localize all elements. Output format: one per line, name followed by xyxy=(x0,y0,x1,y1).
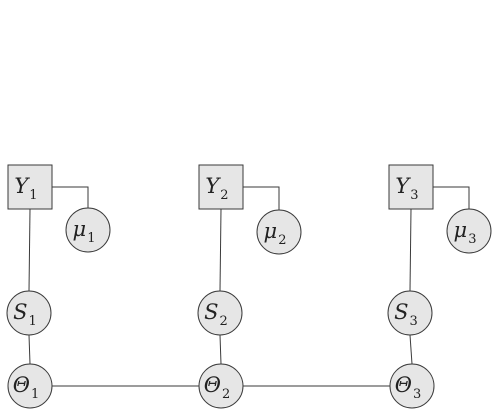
node-t2: Θ2 xyxy=(198,363,244,409)
node-y3: Y3 xyxy=(388,164,434,210)
node-y2-box xyxy=(198,164,244,210)
node-subscript: 1 xyxy=(31,387,39,402)
node-s3: S3 xyxy=(387,290,433,336)
node-subscript: 3 xyxy=(468,232,476,247)
node-subscript: 2 xyxy=(278,233,286,248)
node-symbol: μ xyxy=(73,217,87,241)
node-subscript: 1 xyxy=(29,314,37,329)
edge-y1-s1 xyxy=(28,208,31,292)
node-t1-circle xyxy=(7,363,53,409)
node-s2: S2 xyxy=(197,290,243,336)
node-y1-box xyxy=(7,164,53,210)
node-s1: S1 xyxy=(6,290,52,336)
node-mu1-circle xyxy=(65,207,111,253)
node-t1: Θ1 xyxy=(7,363,53,409)
node-symbol: Θ xyxy=(13,373,30,397)
node-symbol: Θ xyxy=(204,373,221,397)
edge-s3-t3 xyxy=(409,334,413,365)
node-t2-circle xyxy=(198,363,244,409)
node-subscript: 2 xyxy=(220,188,228,203)
edge-y3-s3 xyxy=(409,208,412,292)
node-y1-label: Y1 xyxy=(14,174,37,203)
node-s1-label: S1 xyxy=(13,300,37,329)
node-subscript: 3 xyxy=(410,314,418,329)
node-mu3-label: μ3 xyxy=(454,218,477,247)
node-subscript: 3 xyxy=(413,387,421,402)
node-s2-label: S2 xyxy=(204,300,228,329)
node-s3-circle xyxy=(387,290,433,336)
node-subscript: 2 xyxy=(220,314,228,329)
node-subscript: 2 xyxy=(222,387,230,402)
edge-s2-t2 xyxy=(219,334,222,365)
node-mu1-label: μ1 xyxy=(73,217,96,246)
edge-s1-t1 xyxy=(28,334,31,365)
node-y3-box xyxy=(388,164,434,210)
node-mu3-circle xyxy=(446,208,492,254)
node-mu3: μ3 xyxy=(446,208,492,254)
node-subscript: 3 xyxy=(410,188,418,203)
node-y3-label: Y3 xyxy=(395,174,418,203)
node-t1-label: Θ1 xyxy=(13,373,40,402)
edges-layer xyxy=(28,186,470,387)
node-t3: Θ3 xyxy=(389,363,435,409)
node-mu2: μ2 xyxy=(256,209,302,255)
node-subscript: 1 xyxy=(29,188,37,203)
node-symbol: S xyxy=(204,300,218,324)
node-t3-circle xyxy=(389,363,435,409)
node-t2-label: Θ2 xyxy=(204,373,231,402)
node-symbol: Y xyxy=(395,174,411,198)
edge-y2-s2 xyxy=(219,208,222,292)
node-symbol: μ xyxy=(454,218,468,242)
node-s3-label: S3 xyxy=(394,300,418,329)
node-mu2-label: μ2 xyxy=(264,219,287,248)
node-y1: Y1 xyxy=(7,164,53,210)
node-symbol: Θ xyxy=(395,373,412,397)
node-t3-label: Θ3 xyxy=(395,373,422,402)
node-y2: Y2 xyxy=(198,164,244,210)
node-subscript: 1 xyxy=(87,231,95,246)
node-symbol: Y xyxy=(205,174,221,198)
node-symbol: Y xyxy=(14,174,30,198)
node-y2-label: Y2 xyxy=(205,174,228,203)
edge-y3-mu3 xyxy=(433,186,470,209)
node-s2-circle xyxy=(197,290,243,336)
node-mu2-circle xyxy=(256,209,302,255)
edge-y2-mu2 xyxy=(243,186,280,210)
node-mu1: μ1 xyxy=(65,207,111,253)
node-symbol: S xyxy=(394,300,408,324)
node-symbol: μ xyxy=(264,219,278,243)
node-symbol: S xyxy=(13,300,27,324)
edge-y1-mu1 xyxy=(52,186,89,208)
node-s1-circle xyxy=(6,290,52,336)
